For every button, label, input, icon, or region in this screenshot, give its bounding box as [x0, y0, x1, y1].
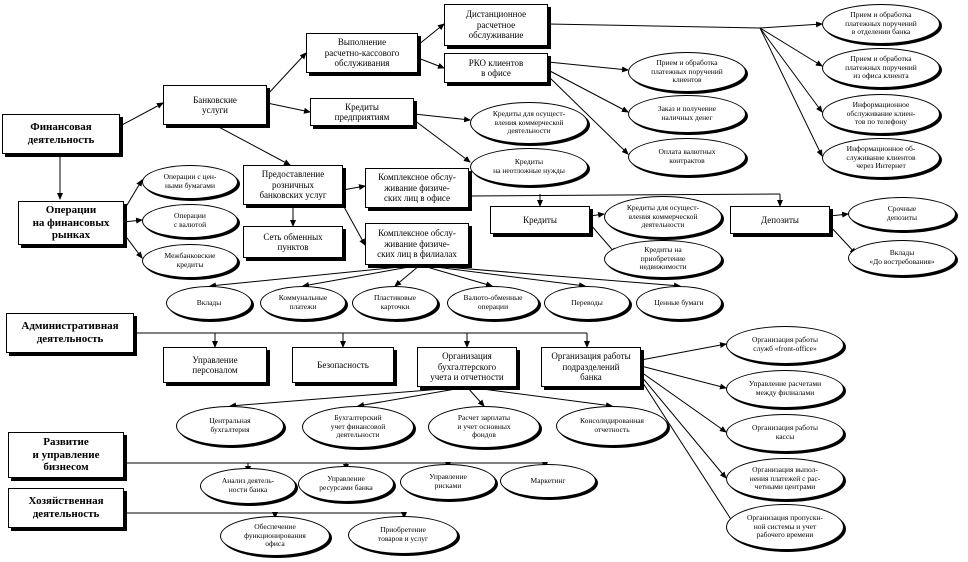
biz-dev-box: Развитие и управление бизнесом — [8, 432, 124, 478]
remote-payments-client-ellipse: Прием и обработка платежных поручений из… — [822, 48, 940, 88]
consolidated-reports-ellipse: Консолидированная отчетность — [556, 406, 668, 446]
credits-box: Кредиты — [490, 206, 590, 234]
connector-line — [266, 102, 311, 114]
connector-line — [302, 264, 421, 288]
connector-line — [342, 184, 366, 191]
connector-line — [119, 102, 164, 127]
cashier-ellipse: Организация работы кассы — [726, 414, 844, 452]
fx-ops-ellipse: Операции с валютой — [142, 204, 238, 238]
branch-deposits-ellipse: Вклады — [166, 286, 252, 320]
connector-line — [419, 264, 681, 289]
payroll-ellipse: Расчет зарплаты и учет основных фондов — [428, 406, 540, 448]
connector-line — [759, 27, 823, 157]
credits-enterprises-box: Кредиты предприятиям — [310, 98, 414, 126]
access-control-ellipse: Организация пропускн- ной системы и учет… — [726, 504, 844, 550]
retail-commercial-credits-ellipse: Кредиты для осущест- вления коммерческой… — [604, 196, 722, 238]
connector-line — [468, 193, 781, 197]
securities-ops-ellipse: Операции с цен- ными бумагами — [142, 165, 238, 199]
purchasing-ellipse: Приобретение товаров и услуг — [348, 516, 458, 554]
securities-ellipse: Ценные бумаги — [636, 286, 722, 320]
nonbusiness-credits-ellipse: Кредиты на неотложные нужды — [470, 148, 588, 186]
bank-services-box: Банковские услуги — [163, 85, 267, 125]
connector-line — [759, 27, 823, 67]
risk-mgmt-ellipse: Управление рисками — [400, 464, 496, 500]
connector-line — [214, 124, 291, 166]
connector-line — [829, 225, 857, 255]
central-accounting-ellipse: Центральная бухгалтерия — [176, 406, 284, 446]
transfers-ellipse: Переводы — [544, 286, 630, 320]
connector-line — [466, 386, 613, 409]
connector-line — [266, 52, 307, 96]
connector-line — [413, 113, 471, 123]
commercial-credits-ellipse: Кредиты для осущест- вления коммерческой… — [470, 102, 588, 144]
settlement-centers-ellipse: Организация выпол- нения платежей с рас-… — [726, 458, 844, 500]
connector-line — [417, 23, 445, 46]
deposits-box: Депозиты — [730, 206, 830, 234]
connector-line — [547, 61, 629, 73]
rko-office-box: РКО клиентов в офисе — [444, 53, 548, 83]
retail-services-box: Предоставление розничных банковских услу… — [243, 165, 343, 205]
fx-exchange-ops-ellipse: Валюто-обменные операции — [447, 286, 539, 320]
interbank-credits-ellipse: Межбанковские кредиты — [142, 244, 238, 278]
front-office-ellipse: Организация работы служб «front-office» — [726, 326, 844, 364]
plastic-cards-ellipse: Пластиковые карточки — [352, 286, 438, 320]
complex-branches-box: Комплексное обслу- живание физиче- ских … — [365, 223, 469, 265]
info-phone-ellipse: Информационное обслуживание клиен- тов п… — [822, 94, 940, 134]
connector-line — [357, 386, 468, 408]
connector-line — [342, 204, 366, 246]
connector-line — [123, 233, 143, 259]
connector-line — [123, 217, 143, 224]
remote-rko-box: Дистанционное расчетное обслуживание — [444, 4, 548, 46]
fin-market-ops-box: Операции на финансовых рынках — [18, 201, 124, 245]
realty-credits-ellipse: Кредиты на приобретение недвижимости — [604, 240, 722, 278]
hr-box: Управление персоналом — [163, 347, 267, 383]
connector-line — [640, 365, 727, 390]
connector-line — [640, 375, 727, 479]
accounting-org-box: Организация бухгалтерского учета и отчет… — [417, 347, 517, 387]
fin-accounting-ellipse: Бухгалтерский учет финансовой деятельнос… — [302, 406, 414, 448]
connector-line — [413, 119, 471, 163]
connector-line — [589, 211, 605, 218]
economic-activity-box: Хозяйственная деятельность — [8, 488, 124, 528]
office-payments-ellipse: Прием и обработка платежных поручений кл… — [628, 52, 746, 92]
exchange-network-box: Сеть обменных пунктов — [243, 226, 343, 258]
resource-mgmt-ellipse: Управление ресурсами банка — [298, 466, 394, 502]
connector-line — [419, 264, 493, 288]
connector-line — [640, 379, 735, 525]
office-support-ellipse: Обеспечение функционирования офиса — [220, 516, 330, 556]
connector-line — [229, 386, 468, 409]
connector-line — [640, 342, 727, 361]
connector-line — [419, 264, 586, 289]
security-box: Безопасность — [292, 347, 394, 383]
connector-line — [759, 27, 823, 113]
info-internet-ellipse: Информационное об- служивание клиентов ч… — [822, 138, 940, 178]
term-deposits-ellipse: Срочные депозиты — [848, 197, 956, 231]
utility-payments-ellipse: Коммунальные платежи — [260, 286, 346, 320]
connector-line — [466, 386, 485, 407]
cash-order-ellipse: Заказ и получение наличных денег — [628, 95, 746, 133]
rko-box: Выполнение расчетно-кассового обслуживан… — [306, 33, 418, 73]
connector-line — [209, 264, 421, 289]
connector-line — [394, 264, 421, 287]
marketing-ellipse: Маркетинг — [500, 464, 596, 498]
branch-settlements-ellipse: Управление расчетами между филиалами — [726, 370, 844, 408]
complex-office-box: Комплексное обслу- живание физиче- ских … — [365, 168, 469, 208]
demand-deposits-ellipse: Вклады «До востребования» — [848, 240, 956, 276]
connector-line — [547, 23, 761, 29]
admin-activity-box: Административная деятельность — [6, 313, 134, 353]
branch-org-box: Организация работы подразделений банка — [541, 347, 641, 387]
remote-payments-branch-ellipse: Прием и обработка платежных поручений в … — [822, 4, 940, 44]
connector-line — [123, 179, 143, 211]
connector-line — [547, 75, 629, 155]
connector-line — [759, 21, 823, 29]
connector-line — [640, 371, 727, 433]
fx-contracts-ellipse: Оплата валютных контрактов — [628, 138, 746, 176]
connector-line — [829, 211, 849, 218]
connector-line — [417, 57, 445, 69]
fin-activity-box: Финансовая деятельность — [2, 114, 120, 154]
connector-line — [547, 69, 629, 113]
bank-analysis-ellipse: Анализ деятель- ности банка — [200, 468, 296, 504]
